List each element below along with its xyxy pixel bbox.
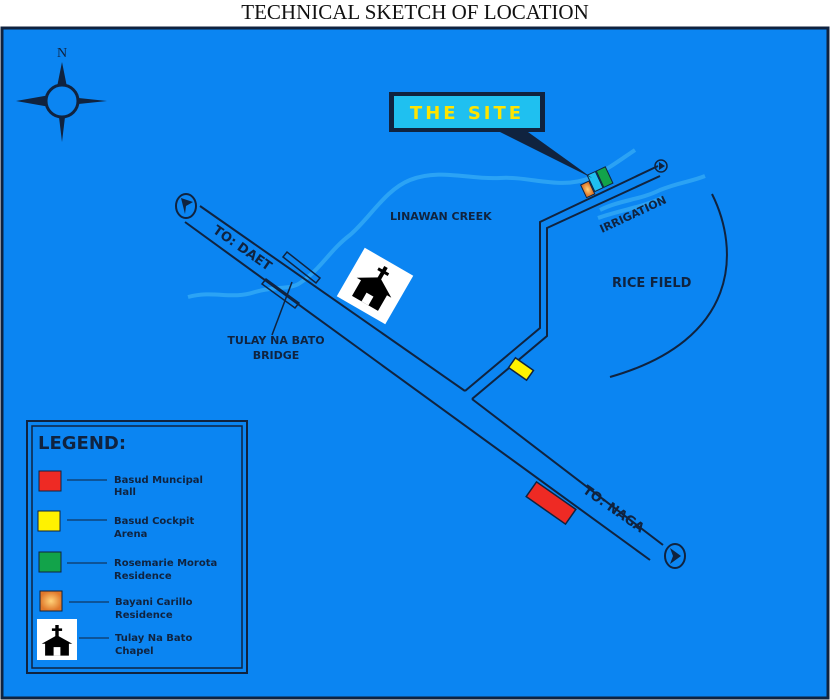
- chapel-icon: [352, 265, 392, 311]
- bridge-label-line1: TULAY NA BATO: [227, 334, 324, 347]
- svg-text:Chapel: Chapel: [115, 646, 154, 657]
- svg-text:Rosemarie Morota: Rosemarie Morota: [114, 558, 217, 569]
- svg-text:Residence: Residence: [114, 571, 172, 582]
- linawan-creek: [187, 148, 706, 299]
- to-naga-arrow-icon: [664, 543, 686, 569]
- site-callout-label: THE SITE: [410, 103, 524, 124]
- main-road: [184, 205, 664, 561]
- site-markers: [579, 166, 614, 199]
- legend-item-cockpit-arena: Basud Cockpit Arena: [37, 510, 194, 540]
- svg-text:Hall: Hall: [114, 487, 136, 498]
- svg-text:Arena: Arena: [114, 529, 147, 540]
- compass-rose-icon: [16, 62, 107, 142]
- cockpit-arena-marker: [507, 356, 535, 382]
- map-title: TECHNICAL SKETCH OF LOCATION: [241, 0, 589, 24]
- bridge-label-line2: BRIDGE: [253, 349, 300, 362]
- legend-heading: LEGEND:: [38, 433, 126, 454]
- north-label: N: [57, 46, 67, 61]
- rice-field-label: RICE FIELD: [612, 276, 692, 291]
- legend-item-chapel: Tulay Na Bato Chapel: [37, 619, 192, 660]
- chapel-marker: [336, 247, 414, 325]
- municipal-hall-marker: [525, 480, 577, 526]
- svg-text:Tulay Na Bato: Tulay Na Bato: [115, 633, 192, 644]
- to-daet-arrow-icon: [175, 193, 197, 219]
- legend-item-carillo-residence: Bayani Carillo Residence: [39, 590, 193, 621]
- tulay-na-bato-bridge: [260, 250, 322, 336]
- svg-text:Bayani Carillo: Bayani Carillo: [115, 597, 193, 608]
- irrigation-arrow-icon: [654, 159, 668, 173]
- rice-field-boundary: [609, 193, 728, 378]
- site-callout-pointer: [500, 132, 592, 178]
- legend: LEGEND: Basud Muncipal Hall Basud Cockpi…: [26, 420, 248, 674]
- legend-item-municipal-hall: Basud Muncipal Hall: [38, 470, 203, 498]
- legend-item-morota-residence: Rosemarie Morota Residence: [38, 551, 217, 582]
- svg-text:Residence: Residence: [115, 610, 173, 621]
- svg-text:Basud Cockpit: Basud Cockpit: [114, 516, 194, 527]
- svg-text:Basud Muncipal: Basud Muncipal: [114, 475, 203, 486]
- map-frame: [0, 26, 830, 700]
- creek-label: LINAWAN CREEK: [390, 210, 492, 223]
- chapel-icon: [41, 625, 73, 656]
